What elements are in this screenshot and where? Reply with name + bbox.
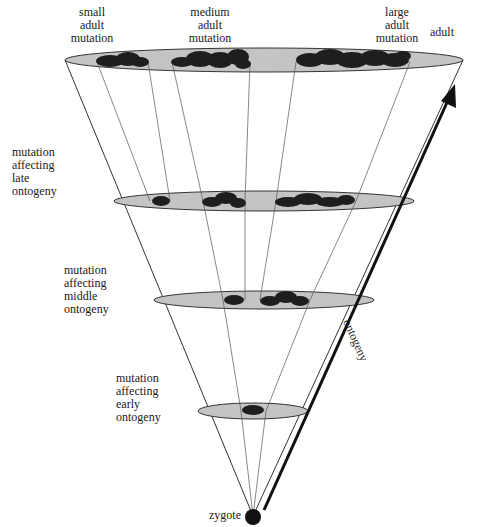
axis-label: ontogeny	[340, 317, 370, 363]
cone-side	[65, 60, 253, 516]
adult-level	[65, 48, 463, 72]
stage-label: zygote	[209, 509, 241, 522]
early-level	[198, 403, 308, 419]
middle-level	[154, 291, 374, 309]
arrow-head	[441, 84, 456, 108]
mutation-timing-label: mutation affecting late ontogeny	[12, 146, 57, 198]
mutation-timing-label: mutation affecting middle ontogeny	[64, 264, 109, 316]
zygote-dot	[245, 509, 261, 525]
mutation-size-label: small adult mutation	[71, 6, 114, 45]
mutation-size-label: large adult mutation	[376, 6, 419, 45]
cone-side	[253, 60, 463, 516]
mutation-timing-label: mutation affecting early ontogeny	[116, 372, 161, 424]
stage-label: adult	[430, 26, 454, 39]
mutation-size-label: medium adult mutation	[189, 6, 232, 45]
mutation-blobs	[96, 49, 411, 415]
late-level	[114, 191, 414, 211]
ontogeny-arrow	[264, 98, 449, 510]
